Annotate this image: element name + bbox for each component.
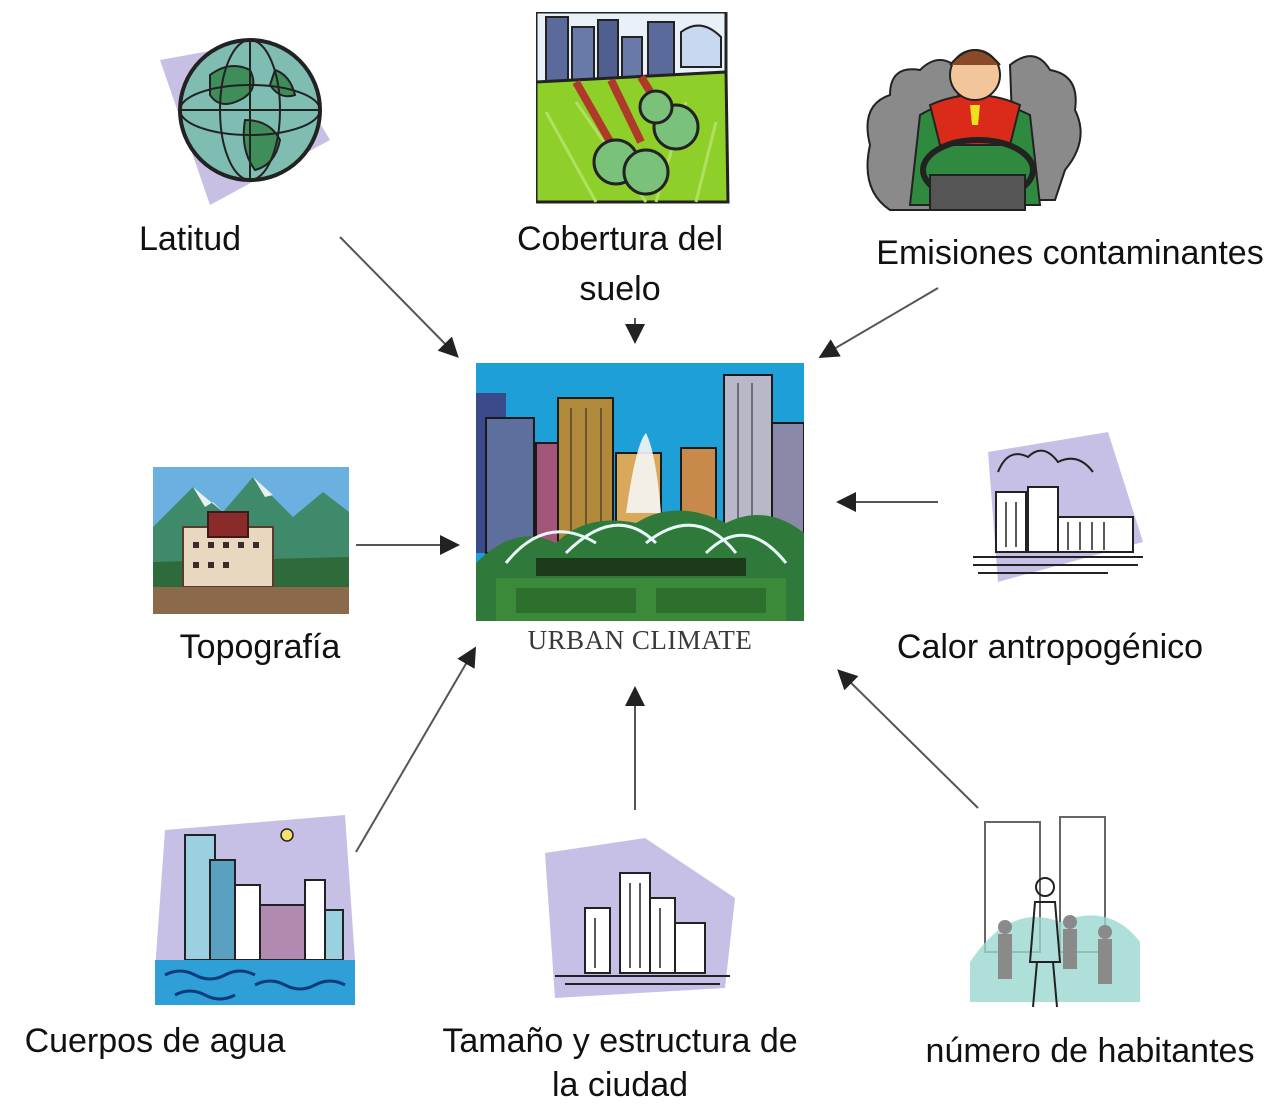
label-habitantes: número de habitantes [925, 1032, 1255, 1070]
label-topografia: Topografía [179, 628, 341, 666]
land-cover-icon [536, 12, 736, 207]
label-cuerpos-agua: Cuerpos de agua [24, 1022, 286, 1060]
label-latitud: Latitud [138, 220, 242, 258]
arrow-emisiones [818, 287, 939, 359]
arrow-latitud [339, 236, 459, 358]
pedestrians-icon [965, 812, 1145, 1022]
city-skyline-icon [545, 838, 735, 1003]
polluting-driver-icon [860, 25, 1090, 215]
urban-fountain-icon [476, 363, 804, 621]
label-cobertura-line2: suelo [579, 270, 661, 308]
factory-icon [958, 432, 1148, 607]
arrow-habitantes [837, 669, 979, 809]
label-emisiones: Emisiones contaminantes [876, 234, 1264, 272]
arrow-cuerpos-agua [355, 646, 477, 853]
globe-icon [150, 20, 340, 210]
waterfront-city-icon [155, 810, 355, 1005]
label-tamano-line2: la ciudad [551, 1066, 689, 1104]
label-calor: Calor antropogénico [896, 628, 1204, 666]
label-cobertura-line1: Cobertura del [516, 220, 723, 258]
center-caption: URBAN CLIMATE [527, 625, 753, 655]
label-tamano-line1: Tamaño y estructura de [442, 1022, 798, 1060]
mountain-palace-icon [153, 467, 349, 614]
